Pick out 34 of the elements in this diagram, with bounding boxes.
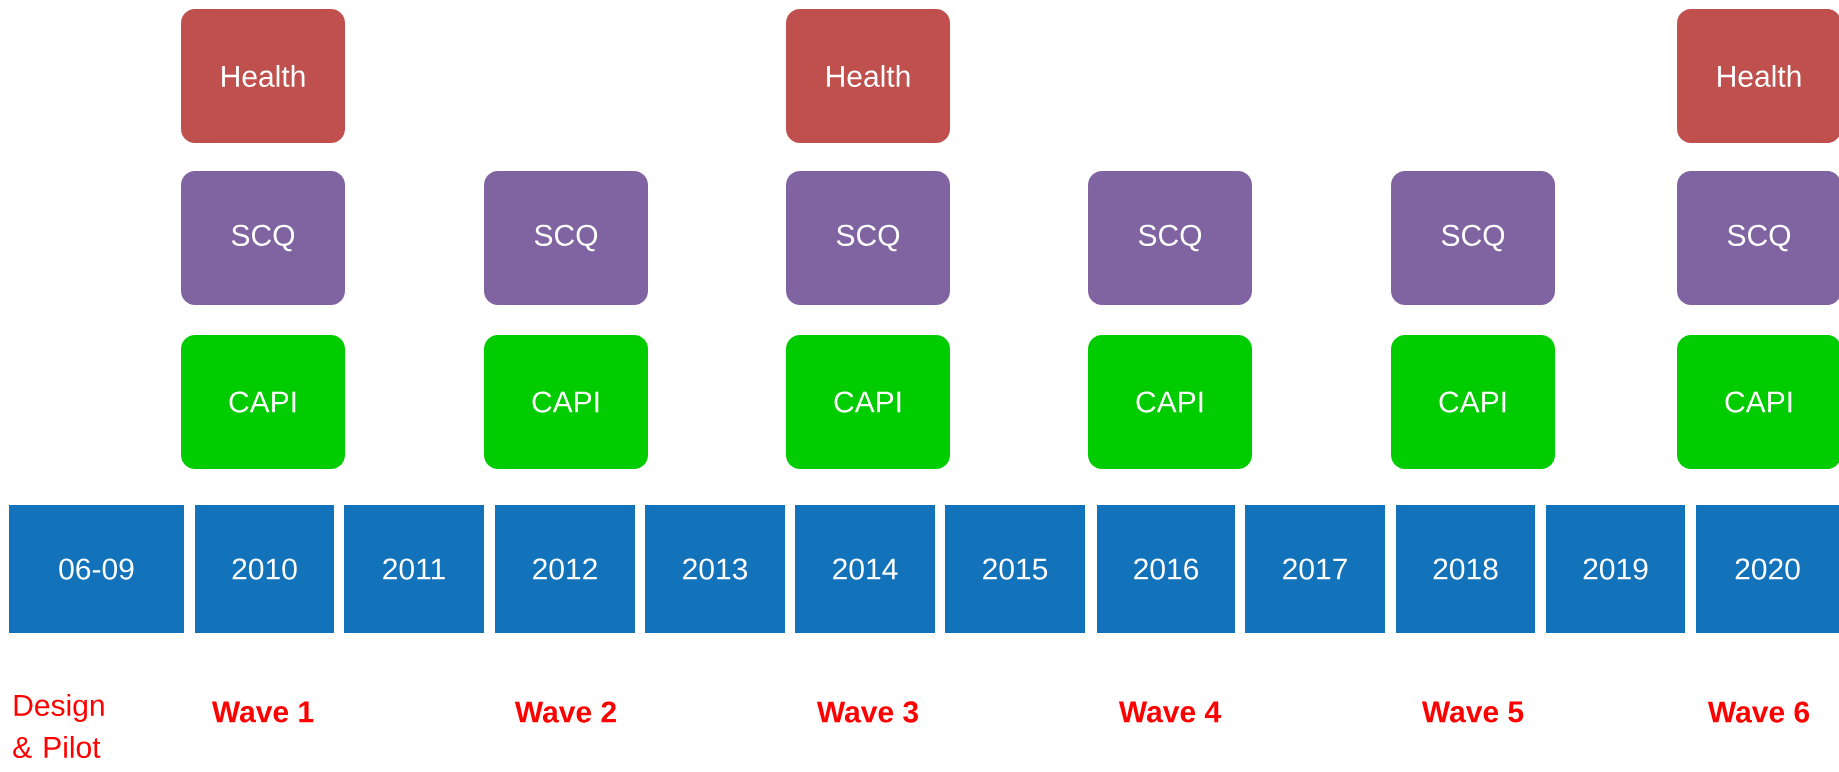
scq-box: SCQ bbox=[1088, 171, 1252, 305]
scq-box: SCQ bbox=[786, 171, 950, 305]
capi-box: CAPI bbox=[1677, 335, 1839, 469]
scq-box: SCQ bbox=[1391, 171, 1555, 305]
health-box: Health bbox=[786, 9, 950, 143]
wave-label: Wave 5 bbox=[1421, 701, 1524, 723]
capi-box: CAPI bbox=[181, 335, 345, 469]
phase-label: Design & Pilot bbox=[13, 694, 104, 759]
capi-box: CAPI bbox=[1391, 335, 1555, 469]
scq-box: SCQ bbox=[484, 171, 648, 305]
year-box: 06-09 bbox=[9, 505, 184, 633]
year-box: 2011 bbox=[344, 505, 484, 633]
wave-label: Wave 2 bbox=[514, 701, 616, 723]
capi-box: CAPI bbox=[484, 335, 648, 469]
health-box: Health bbox=[181, 9, 345, 143]
year-box: 2020 bbox=[1696, 505, 1839, 633]
year-box: 2019 bbox=[1546, 505, 1685, 633]
year-box: 2015 bbox=[945, 505, 1085, 633]
year-box: 2016 bbox=[1097, 505, 1235, 633]
year-box: 2014 bbox=[795, 505, 935, 633]
year-box: 2012 bbox=[495, 505, 635, 633]
year-box: 2010 bbox=[195, 505, 334, 633]
scq-box: SCQ bbox=[181, 171, 345, 305]
health-box: Health bbox=[1677, 9, 1839, 143]
wave-label: Wave 4 bbox=[1118, 701, 1221, 723]
scq-box: SCQ bbox=[1677, 171, 1839, 305]
year-box: 2013 bbox=[645, 505, 785, 633]
wave-label: Wave 3 bbox=[816, 701, 919, 723]
year-box: 2018 bbox=[1396, 505, 1535, 633]
capi-box: CAPI bbox=[786, 335, 950, 469]
year-box: 2017 bbox=[1245, 505, 1385, 633]
wave-label: Wave 6 bbox=[1707, 701, 1810, 723]
wave-label: Wave 1 bbox=[211, 701, 314, 723]
capi-box: CAPI bbox=[1088, 335, 1252, 469]
